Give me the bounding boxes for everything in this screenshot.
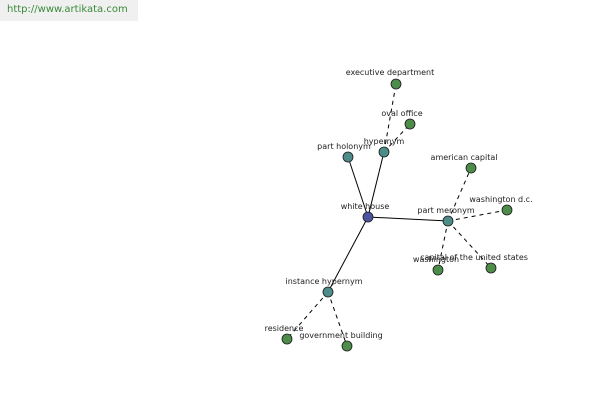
node-washington-dc[interactable]	[501, 204, 513, 216]
node-label-instance-hypernym: instance hypernym	[286, 277, 363, 286]
node-label-oval-office: oval office	[381, 109, 422, 118]
node-executive-department[interactable]	[390, 78, 402, 90]
node-label-hypernym: hypernym	[364, 137, 405, 146]
node-label-executive-department: executive department	[346, 68, 435, 77]
edge-white-house-to-part-holonym	[347, 156, 369, 218]
edge-white-house-to-hypernym	[367, 151, 385, 218]
node-washington[interactable]	[432, 264, 444, 276]
node-government-building[interactable]	[341, 340, 353, 352]
node-hypernym[interactable]	[378, 146, 390, 158]
edge-part-meronym-to-capital-of-us	[447, 220, 492, 269]
node-label-part-meronym: part meronym	[417, 206, 474, 215]
node-label-white-house: white house	[341, 202, 390, 211]
node-label-part-holonym: part holonym	[317, 142, 371, 151]
site-url[interactable]: http://www.artikata.com	[0, 0, 138, 21]
node-capital-of-us[interactable]	[485, 262, 497, 274]
node-white-house[interactable]	[362, 211, 374, 223]
node-label-washington-dc: washington d.c.	[469, 195, 532, 204]
edge-white-house-to-instance-hypernym	[327, 216, 369, 293]
node-label-government-building: government building	[299, 331, 382, 340]
edge-part-meronym-to-american-capital	[447, 167, 472, 222]
node-part-meronym[interactable]	[442, 215, 454, 227]
nodes-layer	[281, 78, 513, 352]
edge-part-meronym-to-washington-dc	[447, 209, 508, 222]
node-label-american-capital: american capital	[431, 153, 498, 162]
edges-layer	[286, 83, 508, 347]
edge-hypernym-to-executive-department	[383, 83, 397, 153]
edge-instance-hypernym-to-government-building	[327, 291, 348, 347]
node-oval-office[interactable]	[404, 118, 416, 130]
node-american-capital[interactable]	[465, 162, 477, 174]
node-residence[interactable]	[281, 333, 293, 345]
node-label-residence: residence	[265, 324, 304, 333]
node-part-holonym[interactable]	[342, 151, 354, 163]
edge-instance-hypernym-to-residence	[286, 291, 329, 340]
node-instance-hypernym[interactable]	[322, 286, 334, 298]
node-label-washington: washington	[413, 255, 459, 264]
node-label-capital-of-us: capital of the united states	[420, 253, 528, 262]
edge-part-meronym-to-washington	[437, 220, 449, 271]
edge-hypernym-to-oval-office	[383, 123, 411, 153]
edge-white-house-to-part-meronym	[367, 216, 449, 222]
